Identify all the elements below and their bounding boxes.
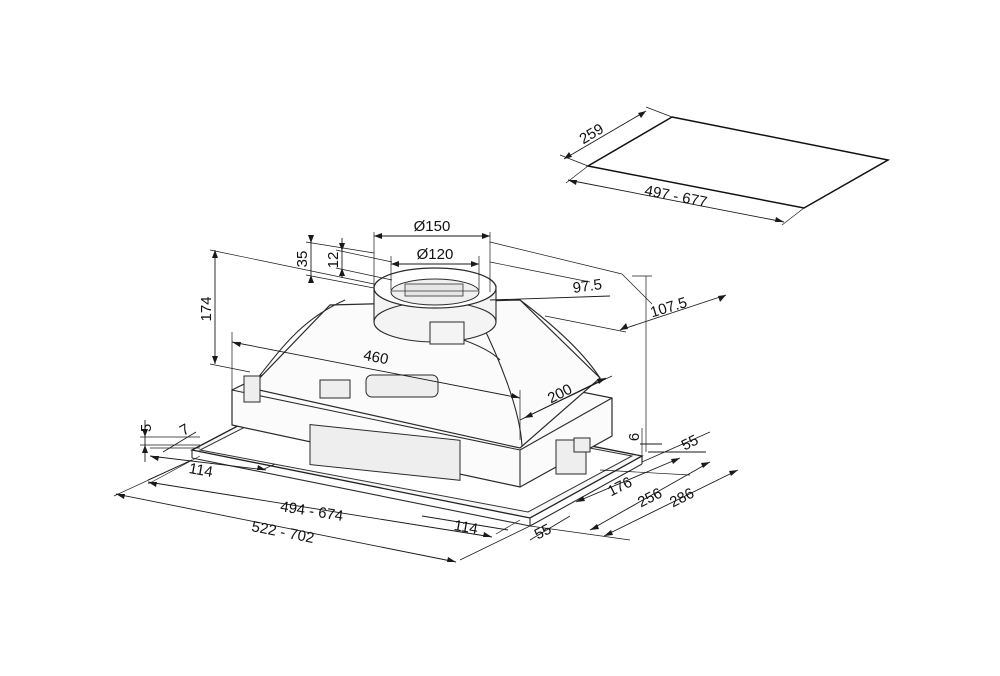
outlet-collar — [373, 267, 497, 345]
dim-line-286 — [603, 469, 739, 537]
dim-line-107-5 — [619, 294, 727, 331]
dim-label-286: 286 — [667, 485, 697, 512]
dim-line-97-5 — [489, 295, 611, 301]
dim-line-114-right — [421, 515, 509, 531]
dim-label-d150: Ø150 — [414, 218, 451, 235]
fan-cylinder — [365, 374, 439, 398]
dim-line-522-702 — [115, 493, 457, 563]
dim-line-494-674 — [147, 481, 493, 538]
canopy-top — [248, 299, 601, 449]
cutout-panel-outline — [585, 116, 891, 209]
dim-label-114-right: 114 — [453, 517, 480, 538]
dim-label-12: 12 — [325, 252, 342, 269]
dim-line-114-left — [149, 455, 267, 471]
dim-label-460: 460 — [362, 347, 390, 368]
dim-label-522-702: 522 - 702 — [250, 518, 315, 547]
dim-label-55-front: 55 — [532, 521, 555, 544]
dim-line-256 — [589, 461, 711, 531]
dim-line-497-677 — [567, 179, 785, 223]
dim-label-d120: Ø120 — [417, 246, 454, 263]
dim-label-6: 6 — [626, 433, 643, 441]
dim-line-7 — [162, 431, 197, 453]
dim-line-259 — [563, 110, 647, 160]
control-unit — [309, 424, 461, 481]
dim-label-5: 5 — [138, 424, 155, 432]
dim-line-460 — [231, 341, 521, 399]
motor-cover — [319, 379, 351, 399]
dim-label-97-5: 97.5 — [572, 276, 603, 297]
dim-line-176 — [575, 457, 681, 503]
dim-label-494-674: 494 - 674 — [279, 498, 344, 525]
dim-line-200 — [523, 377, 607, 419]
dim-label-107-5: 107.5 — [648, 294, 689, 321]
dim-label-256: 256 — [635, 485, 665, 512]
dim-label-35: 35 — [294, 251, 311, 268]
light-module — [573, 437, 591, 453]
dim-line-55-front — [529, 515, 571, 541]
side-bracket-left — [243, 375, 261, 403]
dim-label-174: 174 — [198, 296, 215, 321]
dim-label-114-left: 114 — [188, 460, 215, 481]
dim-label-176: 176 — [605, 474, 635, 501]
cutout-panel: 259 497 - 677 — [559, 106, 891, 226]
hood-body — [190, 267, 644, 527]
dim-label-259: 259 — [577, 120, 607, 147]
dim-label-55-back: 55 — [679, 432, 702, 455]
